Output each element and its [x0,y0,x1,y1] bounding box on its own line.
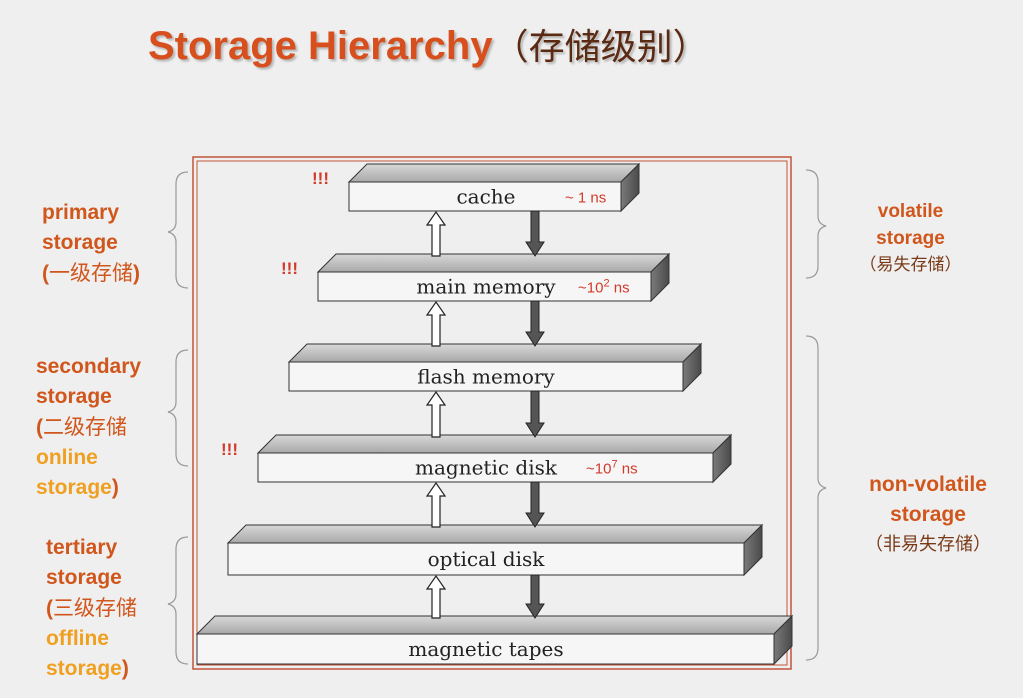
up-arrow [425,574,447,619]
page-title: Storage Hierarchy（存储级别） [148,18,709,70]
primary-storage-label: primary storage (一级存储) [42,201,140,285]
access-time-label: ~102 ns [578,278,630,297]
level-top-face [287,343,703,363]
title-main: Storage Hierarchy [148,24,493,68]
down-arrow [525,574,545,619]
level-main-memory: main memory ~102 ns!!! [281,252,671,303]
up-arrow [425,210,447,257]
access-time-label: ~ 1 ns [565,190,606,207]
outer-frame [192,156,792,670]
level-label: magnetic disk [415,456,558,480]
level-front-face [348,181,622,212]
level-front-face [257,452,714,483]
secondary-storage-label: secondary storage (二级存储 online storage) [36,355,142,499]
nonvolatile-storage-label: non-volatile storage （非易失存储） [865,473,991,555]
down-arrow [525,390,545,438]
level-top-face [195,615,794,635]
left-braces [167,171,189,665]
level-magnetic-tapes: magnetic tapes [195,614,794,666]
inner-frame [196,160,788,666]
title-cn: （存储级别） [492,27,709,68]
down-arrow [525,300,545,347]
level-flash-memory: flash memory [287,342,703,393]
storage-levels: cache ~ 1 ns!!! main memory ~102 ns!!! flash… [195,162,794,666]
tertiary-storage-label: tertiary storage (三级存储 offline storage) [46,536,137,680]
level-top-face [226,524,764,544]
importance-mark: !!! [312,169,329,188]
level-optical-disk: optical disk [226,523,764,577]
down-arrow [525,210,545,257]
importance-mark: !!! [281,259,298,278]
level-front-face [288,361,684,392]
level-front-face [227,542,745,576]
level-label: flash memory [417,365,555,389]
right-braces [805,169,827,661]
level-front-face [196,633,775,665]
access-time-label: ~107 ns [586,459,638,478]
level-label: optical disk [428,547,546,571]
up-arrow [425,390,447,438]
importance-mark: !!! [221,440,238,459]
up-arrow [425,300,447,347]
volatile-storage-label: volatile storage （易失存储） [859,201,962,275]
level-label: main memory [416,275,556,299]
level-cache: cache ~ 1 ns!!! [312,162,641,213]
up-arrow [425,481,447,528]
level-magnetic-disk: magnetic disk ~107 ns!!! [221,433,733,484]
level-top-face [256,434,733,454]
down-arrow [525,481,545,528]
transfer-arrows [425,210,545,619]
level-label: cache [456,185,515,209]
level-label: magnetic tapes [408,637,563,661]
level-front-face [317,271,652,302]
level-top-face [316,253,671,273]
level-top-face [347,163,641,183]
